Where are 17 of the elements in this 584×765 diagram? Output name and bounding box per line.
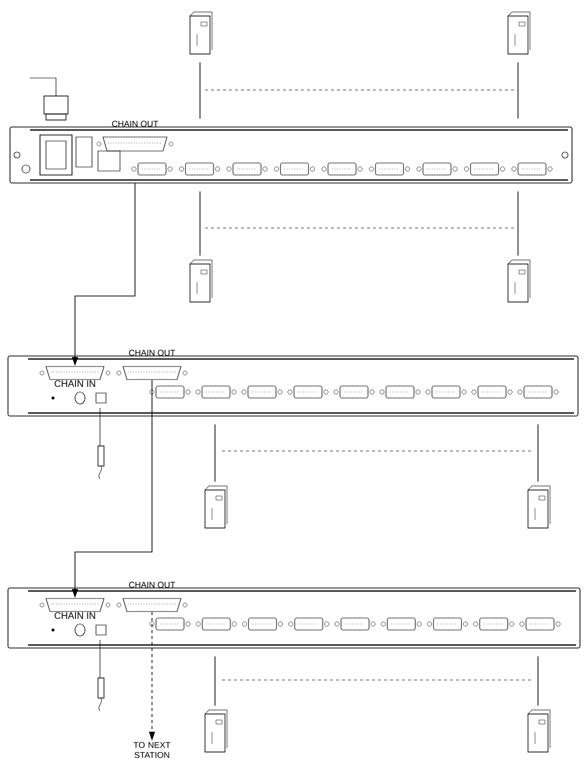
kvm-switch: CHAIN OUT CHAIN IN (8, 582, 580, 648)
node-label: CHAIN OUT (129, 582, 176, 588)
kvm-switch: CHAIN OUT (10, 120, 572, 184)
computer-icon (508, 260, 530, 302)
computer-icon (528, 710, 550, 752)
computer-icon (528, 486, 550, 528)
computer-icon (190, 12, 212, 54)
computer-icon (190, 260, 212, 302)
cable-line (214, 424, 216, 482)
cable-line (214, 656, 216, 706)
station-label: TO NEXT STATION (134, 742, 170, 758)
computer-icon (204, 710, 228, 752)
node-label: CHAIN OUT (129, 350, 176, 356)
computer-icon (204, 486, 228, 528)
computer-icon (508, 12, 530, 54)
node-label: CHAIN OUT (112, 120, 158, 127)
kvm-switch: CHAIN OUT CHAIN IN (8, 350, 578, 416)
